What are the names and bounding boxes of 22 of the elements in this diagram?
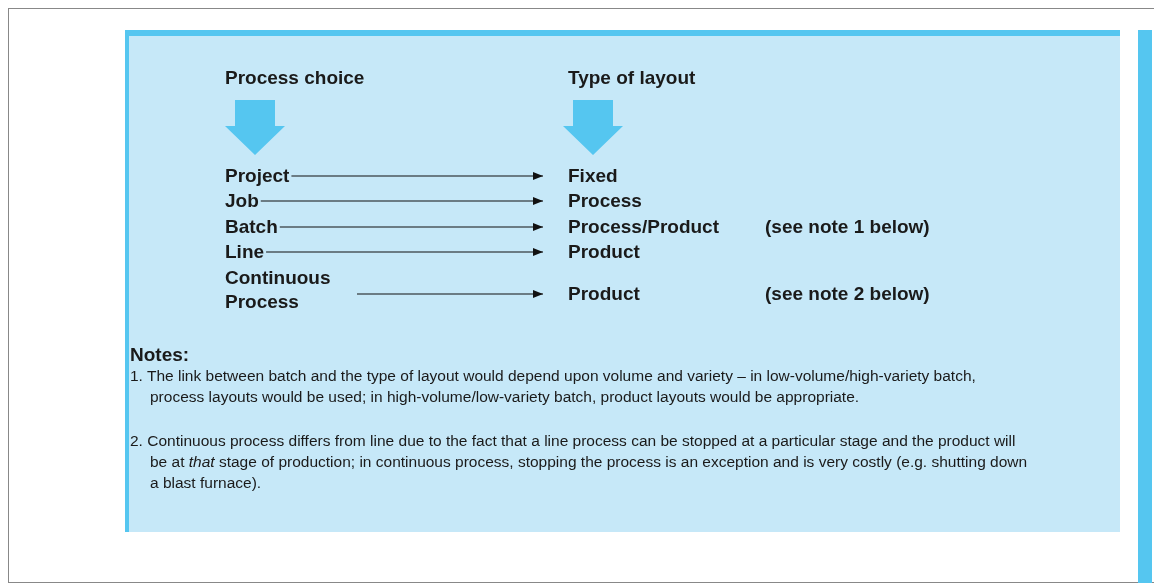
item-label: Continuous Process (225, 266, 355, 314)
item-label: Job (225, 189, 259, 213)
note-reference: (see note 2 below) (765, 282, 930, 306)
item-label: Process (543, 189, 743, 213)
column-heading: Type of layout (568, 66, 696, 90)
item-label: Product (543, 282, 743, 306)
arrow (260, 197, 544, 205)
item-label: Batch (225, 215, 278, 239)
column-heading: Process choice (225, 66, 365, 90)
item-label: Line (225, 240, 265, 264)
notes-heading: Notes: (130, 343, 190, 367)
arrow (265, 248, 544, 256)
arrow (279, 223, 544, 231)
note-text: 1. The link between batch and the type of layout would depend upon volume and variety – in low-volume/high-variety batch, process layouts would be used; in high-volume/low-variety batch, product layouts would be appropriate. (130, 366, 977, 407)
note-reference: (see note 1 below) (765, 215, 930, 239)
item-label: Project (225, 164, 290, 188)
arrow (356, 290, 544, 298)
item-label: Fixed (543, 164, 743, 188)
note-text: 2. Continuous process differs from line due to the fact that a line process can be stopped at a particular stage and the product will be at that stage of production; in continuous process, stopping the process is an exception and is very costly (e.g. shutting down a blast furnace). (130, 431, 1029, 493)
item-label: Product (543, 240, 743, 264)
item-label: Process/Product (543, 215, 743, 239)
arrow (290, 172, 544, 180)
